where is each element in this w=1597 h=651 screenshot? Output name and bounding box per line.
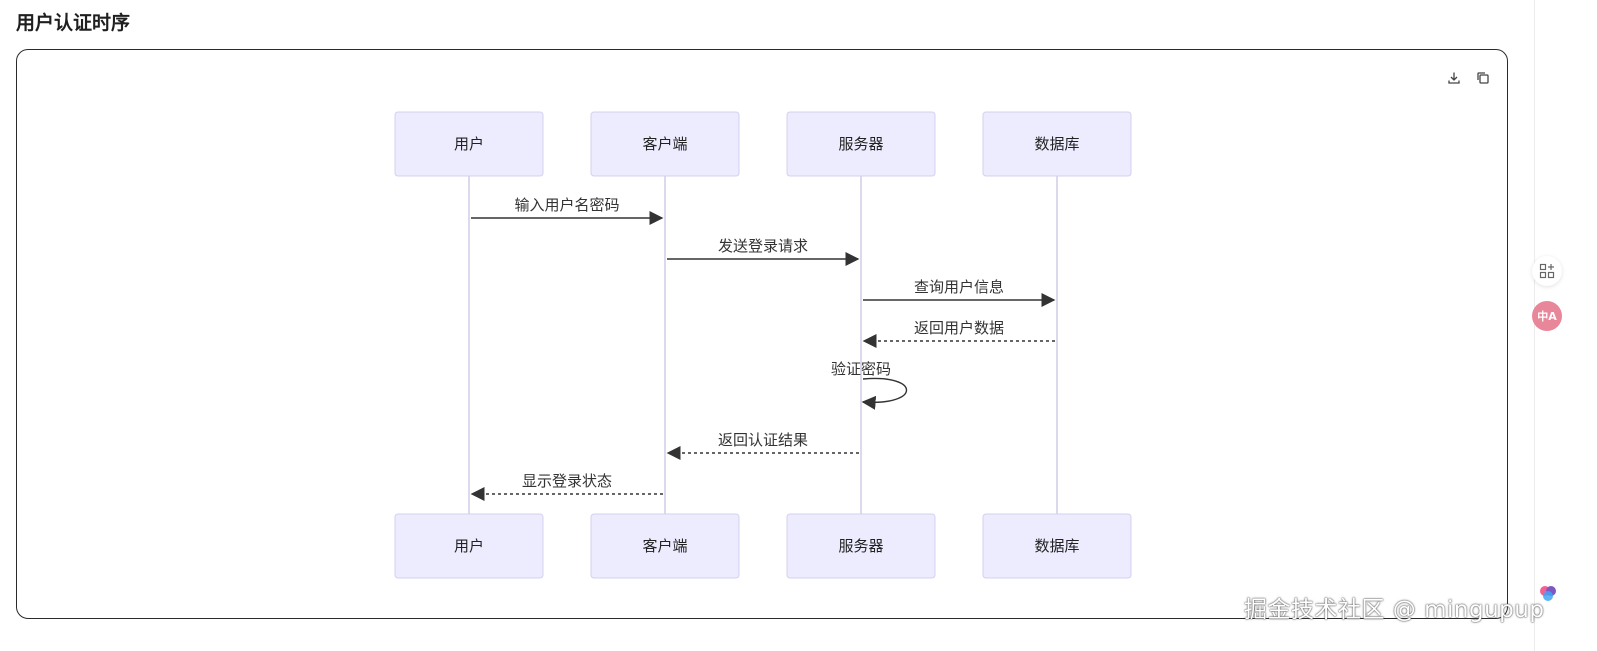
self-message-arrow xyxy=(861,377,907,410)
actor-label: 数据库 xyxy=(1034,537,1079,555)
actor-box-bottom xyxy=(982,513,1132,579)
message-label: 返回认证结果 xyxy=(718,431,808,449)
message-label: 返回用户数据 xyxy=(914,319,1004,337)
actor-label: 数据库 xyxy=(1034,135,1079,153)
message-label: 显示登录状态 xyxy=(522,472,612,490)
message-label: 查询用户信息 xyxy=(914,278,1004,296)
actor-label: 用户 xyxy=(454,537,484,555)
actor-box-bottom xyxy=(786,513,936,579)
actor-box-top xyxy=(394,111,544,177)
actor-label: 客户端 xyxy=(642,135,687,153)
download-icon[interactable] xyxy=(1445,69,1463,87)
message-label: 验证密码 xyxy=(831,360,891,378)
page-title: 用户认证时序 xyxy=(16,12,131,34)
actor-box-top xyxy=(982,111,1132,177)
actor-box-bottom xyxy=(394,513,544,579)
actor-label: 用户 xyxy=(454,135,484,153)
actor-box-top xyxy=(590,111,740,177)
actor-box-bottom xyxy=(590,513,740,579)
actor-label: 客户端 xyxy=(642,537,687,555)
actor-box-top xyxy=(786,111,936,177)
copy-icon[interactable] xyxy=(1474,69,1492,87)
diagram-card xyxy=(16,49,1508,619)
actor-label: 服务器 xyxy=(838,135,883,153)
translate-badge: 中A xyxy=(1537,310,1557,323)
translate-icon[interactable]: 中A xyxy=(1532,301,1562,331)
brain-icon[interactable] xyxy=(1535,580,1561,606)
apps-icon[interactable] xyxy=(1532,256,1562,286)
actor-label: 服务器 xyxy=(838,537,883,555)
message-label: 发送登录请求 xyxy=(718,237,808,255)
watermark: 掘金技术社区 @ mingupup xyxy=(1244,597,1545,623)
message-label: 输入用户名密码 xyxy=(514,196,619,214)
